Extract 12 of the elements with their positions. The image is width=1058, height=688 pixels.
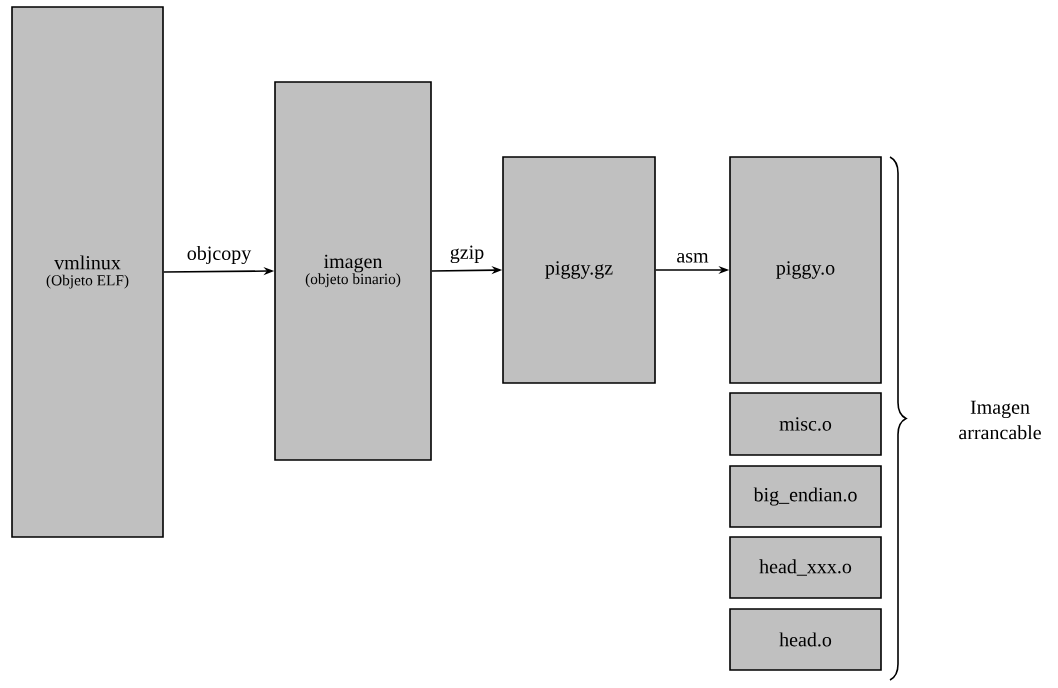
edge-label: gzip [450,245,484,264]
process-box: imagen (objeto binario) [274,81,432,461]
edge-label: asm [677,253,709,263]
process-box: big_endian.o [729,465,882,528]
process-box: piggy.o [729,156,882,384]
group-label: Imagen arrancable [959,400,1041,440]
edge-label: objcopy [187,245,252,265]
process-box: piggy.gz [502,156,656,384]
process-box: head_xxx.o [729,536,882,599]
process-box: head.o [729,608,882,671]
process-box: misc.o [729,392,882,456]
process-box: vmlinux (Objeto ELF) [11,6,164,538]
